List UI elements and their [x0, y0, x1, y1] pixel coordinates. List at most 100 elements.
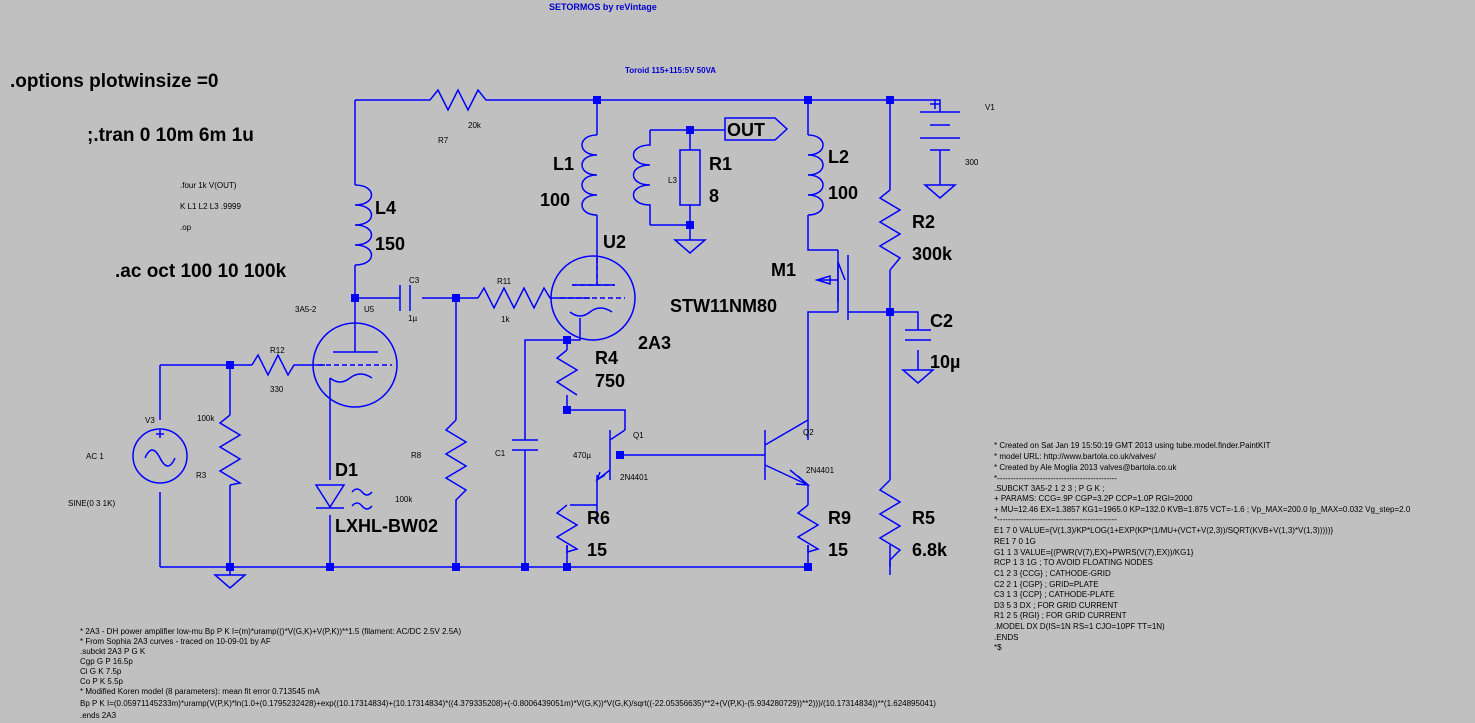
spice-3a5-line: E1 7 0 VALUE={V(1,3)/KP*LOG(1+EXP(KP*(1/… [994, 526, 1333, 535]
spice-2a3-line: * From Sophia 2A3 curves - traced on 10-… [80, 637, 271, 646]
directive-options: .options plotwinsize =0 [10, 71, 219, 92]
spice-2a3-line: Cgp G P 16.5p [80, 657, 133, 666]
r11-name: R11 [497, 277, 512, 286]
spice-3a5-line: + PARAMS: CCG=.9P CGP=3.2P CCP=1.0P RGI=… [994, 494, 1193, 503]
out-net-flag [724, 117, 789, 141]
r12-name: R12 [270, 346, 285, 355]
r9-name: R9 [828, 508, 851, 528]
resistor-r1 [679, 149, 701, 206]
v3-ac: AC 1 [86, 452, 104, 461]
r11-value: 1k [501, 315, 510, 324]
spice-3a5-line: C1 2 3 {CCG} ; CATHODE-GRID [994, 569, 1111, 578]
v1-value: 300 [965, 158, 979, 167]
spice-2a3-line: * 2A3 - DH power amplifier low-mu Bp P K… [80, 627, 461, 636]
ground-symbols [212, 184, 958, 589]
m1-name: M1 [771, 260, 796, 280]
r1-name: R1 [709, 154, 732, 174]
resistor-r8 [444, 419, 468, 525]
transistor-q1 [595, 429, 626, 482]
mosfet-m1 [814, 255, 849, 320]
r7-value: 20k [468, 121, 482, 130]
transformer-note: Toroid 115+115:5V 50VA [625, 66, 716, 75]
spice-3a5-line: C3 1 3 {CCP} ; CATHODE-PLATE [994, 590, 1115, 599]
spice-3a5-line: + MU=12.46 EX=1.3857 KG1=1965.0 KP=132.0… [994, 505, 1411, 514]
inductor-l1 [581, 134, 598, 216]
d1-model: LXHL-BW02 [335, 516, 438, 536]
r6-name: R6 [587, 508, 610, 528]
r2-value: 300k [912, 244, 953, 264]
junction-dots [226, 96, 894, 571]
schematic-title: SETORMOS by reVintage [549, 2, 657, 12]
r3-value: 100k [197, 414, 215, 423]
spice-2a3-line: * Modified Koren model (8 parameters): m… [80, 687, 320, 696]
transistor-q2 [764, 419, 811, 486]
spice-3a5-line: * Created by Ale Moglia 2013 valves@bart… [994, 463, 1177, 472]
r6-value: 15 [587, 540, 607, 560]
r5-value: 6.8k [912, 540, 948, 560]
spice-3a5-line: *---------------------------------------… [994, 474, 1117, 483]
capacitor-c3 [399, 285, 411, 311]
spice-3a5-line: .ENDS [994, 633, 1018, 642]
c1-value: 470µ [573, 451, 591, 460]
spice-2a3-block: * 2A3 - DH power amplifier low-mu Bp P K… [80, 627, 936, 720]
directive-four: .four 1k V(OUT) [180, 181, 237, 190]
l2-value: 100 [828, 183, 858, 203]
c2-name: C2 [930, 311, 953, 331]
battery-v1 [920, 99, 960, 160]
l2-name: L2 [828, 147, 849, 167]
l1-name: L1 [553, 154, 574, 174]
spice-3a5-line: D3 5 3 DX ; FOR GRID CURRENT [994, 601, 1118, 610]
directive-kcoupling: K L1 L2 L3 .9999 [180, 202, 241, 211]
resistor-r11 [477, 286, 556, 310]
r8-value: 100k [395, 495, 413, 504]
q2-model: 2N4401 [806, 466, 835, 475]
m1-model: STW11NM80 [670, 296, 777, 316]
q1-name: Q1 [633, 431, 644, 440]
v3-name: V3 [145, 416, 155, 425]
ac-source-v3 [132, 428, 188, 484]
tube-u5 [312, 322, 398, 408]
tube-u2 [550, 250, 636, 341]
resistor-r2 [878, 189, 902, 271]
spice-2a3-line: Co P K 5.5p [80, 677, 124, 686]
q1-model: 2N4401 [620, 473, 649, 482]
spice-2a3-line: .ends 2A3 [80, 711, 117, 720]
r2-name: R2 [912, 212, 935, 232]
r12-value: 330 [270, 385, 284, 394]
r3-name: R3 [196, 471, 207, 480]
inductor-l2 [807, 134, 824, 216]
spice-2a3-line: Ci G K 7.5p [80, 667, 122, 676]
out-label: OUT [727, 120, 765, 140]
r7-name: R7 [438, 136, 449, 145]
l3-name: L3 [668, 176, 677, 185]
l1-value: 100 [540, 190, 570, 210]
l4-name: L4 [375, 198, 396, 218]
resistor-r6 [555, 504, 579, 554]
spice-3a5-line: * model URL: http://www.bartola.co.uk/va… [994, 452, 1157, 461]
c2-value: 10µ [930, 352, 960, 372]
u5-name: U5 [364, 305, 375, 314]
resistor-r5 [878, 479, 902, 567]
r5-name: R5 [912, 508, 935, 528]
r1-value: 8 [709, 186, 719, 206]
directive-tran: ;.tran 0 10m 6m 1u [87, 125, 254, 146]
spice-3a5-line: .SUBCKT 3A5-2 1 2 3 ; P G K ; [994, 484, 1104, 493]
q2-name: Q2 [803, 428, 814, 437]
v1-name: V1 [985, 103, 995, 112]
capacitor-c2 [905, 329, 931, 341]
r4-value: 750 [595, 371, 625, 391]
spice-3a5-line: G1 1 3 VALUE={(PWR(V(7),EX)+PWRS(V(7),EX… [994, 548, 1194, 557]
spice-3a5-line: *---------------------------------------… [994, 515, 1117, 524]
r8-name: R8 [411, 451, 422, 460]
resistor-r12 [251, 353, 300, 377]
c3-value: 1µ [408, 314, 417, 323]
spice-3a5-line: R1 2 5 {RGI} ; FOR GRID CURRENT [994, 611, 1127, 620]
resistor-r7 [429, 88, 492, 112]
spice-3a5-block: * Created on Sat Jan 19 15:50:19 GMT 201… [994, 441, 1411, 652]
resistor-r4 [555, 349, 579, 396]
v3-source: SINE(0 3 1K) [68, 499, 115, 508]
u5-model: 3A5-2 [295, 305, 317, 314]
led-d1 [314, 484, 373, 510]
spice-2a3-line: .subckt 2A3 P G K [80, 647, 146, 656]
